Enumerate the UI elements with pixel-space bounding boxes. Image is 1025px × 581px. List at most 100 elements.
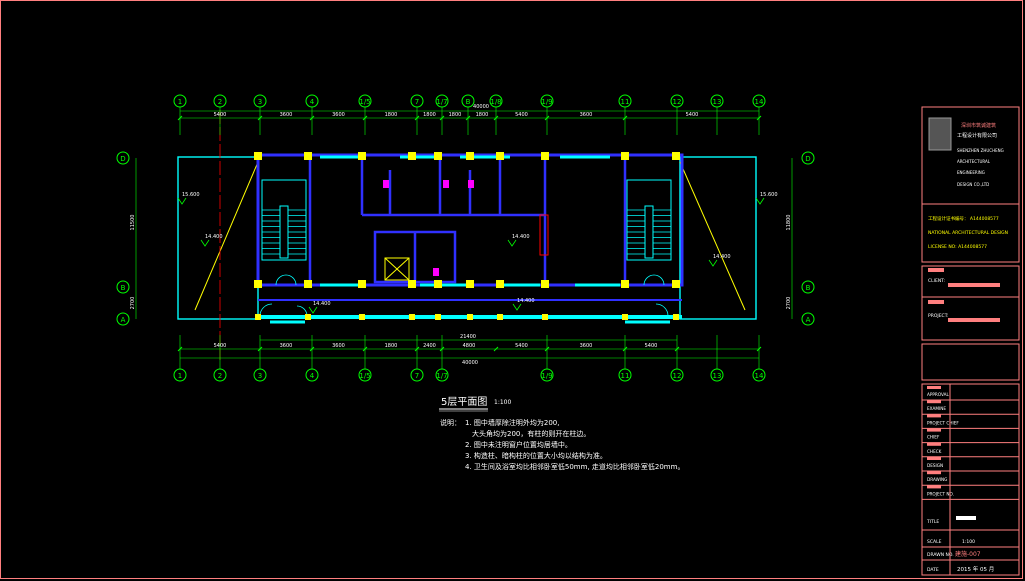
title-label: TITLE — [926, 519, 939, 525]
tb-row-label: CHECK — [927, 449, 942, 454]
date-label: DATE — [927, 567, 939, 573]
column — [435, 314, 441, 320]
axis-bubble-side — [801, 151, 815, 165]
tb-row-redacted — [927, 400, 941, 404]
axis-label-bottom: 11 — [621, 372, 630, 380]
axis-label-top: B — [466, 98, 471, 106]
elevation-value: 14.400 — [512, 234, 530, 240]
axis-label-bottom: 13 — [713, 372, 722, 380]
tb-row-redacted — [927, 414, 941, 418]
axis-label-side: B — [806, 284, 811, 292]
column — [496, 280, 504, 288]
tb-row-label: EXAMINE — [927, 406, 946, 411]
axis-label-top: 1/7 — [436, 98, 447, 106]
axis-label-top: 3 — [258, 98, 262, 106]
axis-label-side: A — [121, 316, 126, 324]
note-1b: 大头角均为200，有柱的则开在柱边。 — [472, 429, 590, 438]
dim-bottom: 5400 — [645, 343, 658, 349]
company-cn-1: 深圳市筑诚建筑 — [961, 122, 996, 129]
project-value-redacted — [928, 300, 944, 304]
column — [358, 152, 366, 160]
column — [673, 314, 679, 320]
axis-label-bottom: 7 — [415, 372, 419, 380]
dim-bottom: 4800 — [463, 343, 476, 349]
column — [409, 314, 415, 320]
company-en-2: ARCHITECTURAL — [957, 159, 991, 164]
dim-side: 2700 — [130, 297, 136, 310]
axis-label-bottom: 1 — [178, 372, 182, 380]
elevation-value: 14.400 — [313, 301, 331, 307]
axis-label-bottom: 12 — [673, 372, 682, 380]
dim-top: 3600 — [280, 112, 293, 118]
column — [467, 314, 473, 320]
axis-label-top: 7 — [415, 98, 419, 106]
note-4: 4. 卫生间及浴室均比相邻卧室低50mm, 走道均比相邻卧室低20mm。 — [465, 462, 684, 471]
axis-label-top: 2 — [218, 98, 222, 106]
elevation-value: 14.400 — [205, 234, 223, 240]
axis-label-bottom: 2 — [218, 372, 222, 380]
axis-label-side: A — [806, 316, 811, 324]
dim-bottom: 3600 — [332, 343, 345, 349]
dim-top: 3600 — [332, 112, 345, 118]
dim-side: 11500 — [130, 215, 136, 231]
column — [621, 280, 629, 288]
elevation-value: 14.400 — [713, 254, 731, 260]
column — [541, 152, 549, 160]
column — [359, 314, 365, 320]
tb-row-redacted — [927, 386, 941, 389]
axis-label-bottom: 3 — [258, 372, 262, 380]
dim-bottom: 5400 — [214, 343, 227, 349]
axis-label-top: 11 — [621, 98, 630, 106]
tb-row-redacted — [927, 442, 941, 446]
drawing-scale: 1:100 — [494, 399, 511, 406]
elevation-value: 15.600 — [182, 192, 200, 198]
tb-row-label: DRAWING — [927, 477, 947, 482]
project-label: PROJECT: — [928, 313, 948, 319]
overall-dim-top: 40000 — [473, 104, 489, 110]
axis-label-top: 1/5 — [359, 98, 370, 106]
axis-label-top: 1/9 — [541, 98, 552, 106]
column — [541, 280, 549, 288]
drawing-no-label: DRAWN NO. — [927, 552, 954, 558]
overall-dim-bottom: 40000 — [462, 360, 478, 366]
plan-body — [177, 110, 757, 360]
tb-row-label: CHIEF — [927, 435, 940, 440]
axis-bubble-side — [116, 151, 130, 165]
axis-label-top: 1/8 — [490, 98, 501, 106]
dim-bottom: 3600 — [580, 343, 593, 349]
axis-label-top: 12 — [673, 98, 682, 106]
elevation-value: 15.600 — [760, 192, 778, 198]
dim-bottom: 3600 — [280, 343, 293, 349]
column — [496, 152, 504, 160]
tb-row-redacted — [927, 457, 941, 460]
company-cn-2: 工程设计有限公司 — [957, 132, 997, 139]
column — [622, 314, 628, 320]
axis-label-side: B — [121, 284, 126, 292]
dim-top: 5400 — [686, 112, 699, 118]
axis-bubble-side — [116, 280, 130, 294]
dim-top: 1800 — [449, 112, 462, 118]
dim-top: 1800 — [476, 112, 489, 118]
tb-row-label: PROJECT CHIEF — [927, 420, 959, 425]
drawing-no-value: 建施-007 — [955, 550, 981, 558]
axis-label-bottom: 14 — [755, 372, 764, 380]
scale-value: 1:100 — [962, 539, 975, 545]
axis-label-top: 13 — [713, 98, 722, 106]
column — [255, 314, 261, 320]
axis-label-top: 4 — [310, 98, 315, 106]
dim-top: 5400 — [515, 112, 528, 118]
axis-label-bottom: 1/7 — [436, 372, 447, 380]
column — [434, 280, 442, 288]
column — [672, 280, 680, 288]
axis-bubble-side — [801, 312, 815, 326]
note-1: 1. 图中墙厚除注明外均为200, — [465, 418, 560, 427]
tb-row-label: DESIGN — [927, 463, 943, 468]
company-en-1: SHENZHEN ZHUCHENG — [957, 148, 1004, 153]
tb-row-redacted — [927, 471, 941, 475]
tb-row-redacted — [927, 485, 941, 489]
column — [408, 280, 416, 288]
